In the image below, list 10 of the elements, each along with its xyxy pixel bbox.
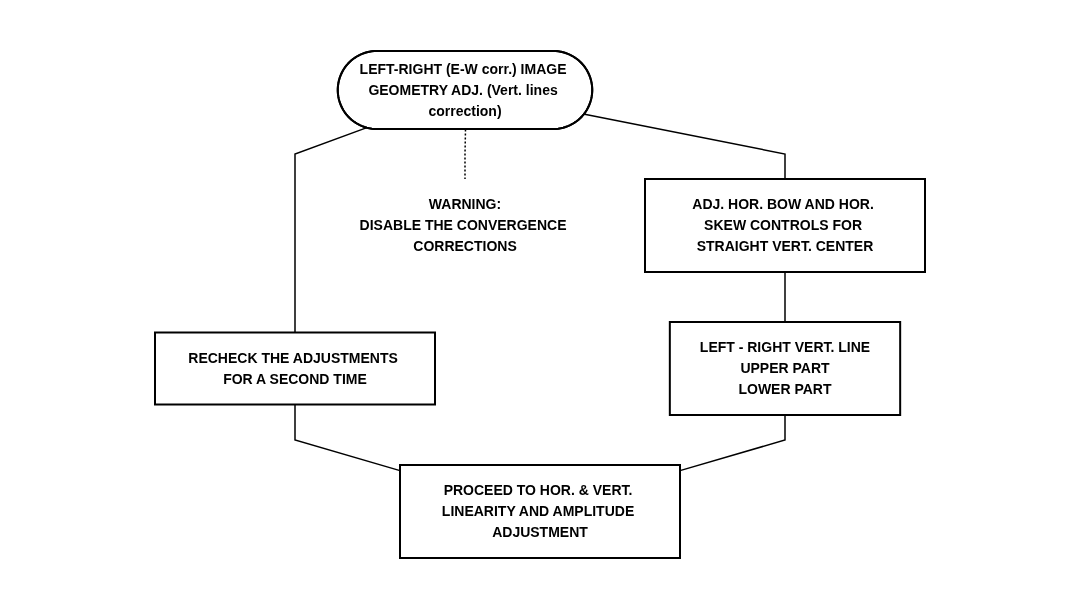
connector (583, 113, 786, 180)
node-box: PROCEED TO HOR. & VERT. LINEARITY AND AMPLITUDE ADJUSTMENT (399, 464, 681, 559)
connector (294, 403, 401, 472)
connector (784, 271, 786, 323)
node-box: RECHECK THE ADJUSTMENTS FOR A SECOND TIME (154, 331, 436, 406)
node-box: ADJ. HOR. BOW AND HOR. SKEW CONTROLS FOR STRAIGHT VERT. CENTER (644, 178, 926, 273)
node-box: LEFT - RIGHT VERT. LINE UPPER PART LOWER PART (668, 321, 902, 416)
connector (294, 127, 367, 334)
node-text: WARNING: DISABLE THE CONVERGENCE CORRECTIONS (359, 196, 567, 254)
connector (464, 128, 467, 180)
